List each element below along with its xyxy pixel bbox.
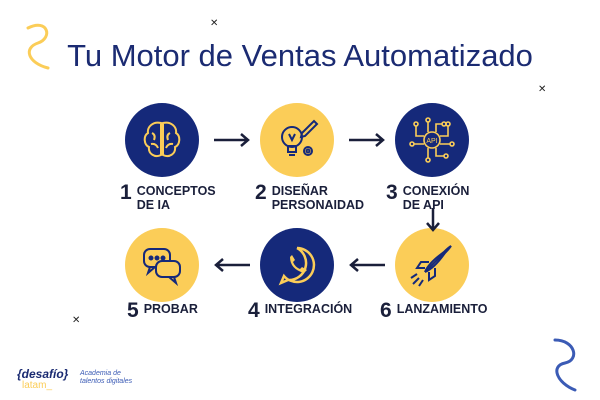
step-6-label: 6 LANZAMIENTO	[380, 300, 487, 322]
step-number: 6	[380, 299, 392, 322]
arrow-right-icon	[349, 133, 385, 147]
whatsapp-icon	[260, 228, 334, 302]
desafio-logo: {desafío} latam_	[17, 367, 69, 391]
arrow-down-icon	[426, 208, 440, 232]
api-icon: API	[395, 103, 469, 177]
step-number: 4	[248, 299, 260, 322]
step-title: PERSONAIDAD	[271, 198, 365, 212]
sparkle-icon: ✕	[538, 84, 547, 95]
brain-icon	[125, 103, 199, 177]
step-number: 2	[255, 181, 267, 204]
arrow-right-icon	[214, 133, 250, 147]
step-title: DE API	[402, 198, 444, 212]
step-number: 5	[127, 299, 139, 322]
tagline: Academia de talentos digitales	[80, 370, 132, 386]
step-title: LANZAMIENTO	[396, 302, 488, 316]
brand-sub: latam_	[22, 380, 53, 391]
svg-text:API: API	[426, 138, 437, 145]
step-title: PROBAR	[143, 302, 198, 316]
step-title: CONEXIÓN	[402, 184, 470, 198]
step-4-label: 4 INTEGRACIÓN	[248, 300, 352, 322]
tagline-line: Academia de	[80, 370, 121, 377]
brand-name: {desafío}	[17, 367, 69, 381]
arrow-left-icon	[214, 258, 250, 272]
sparkle-icon: ✕	[72, 315, 81, 326]
lightbulb-icon	[260, 103, 334, 177]
squiggle-decoration	[26, 23, 50, 70]
step-number: 1	[120, 181, 132, 204]
arrow-left-icon	[349, 258, 385, 272]
step-title: DISEÑAR	[271, 184, 328, 198]
step-number: 3	[386, 181, 398, 204]
page-title: Tu Motor de Ventas Automatizado	[67, 38, 533, 73]
tagline-line: talentos digitales	[80, 378, 133, 385]
chat-icon	[125, 228, 199, 302]
rocket-icon	[395, 228, 469, 302]
step-title: CONCEPTOS	[136, 184, 216, 198]
step-title: DE IA	[136, 198, 171, 212]
squiggle-decoration	[553, 338, 577, 392]
step-5-label: 5 PROBAR	[127, 300, 198, 322]
step-title: INTEGRACIÓN	[264, 302, 353, 316]
sparkle-icon: ✕	[210, 18, 219, 29]
